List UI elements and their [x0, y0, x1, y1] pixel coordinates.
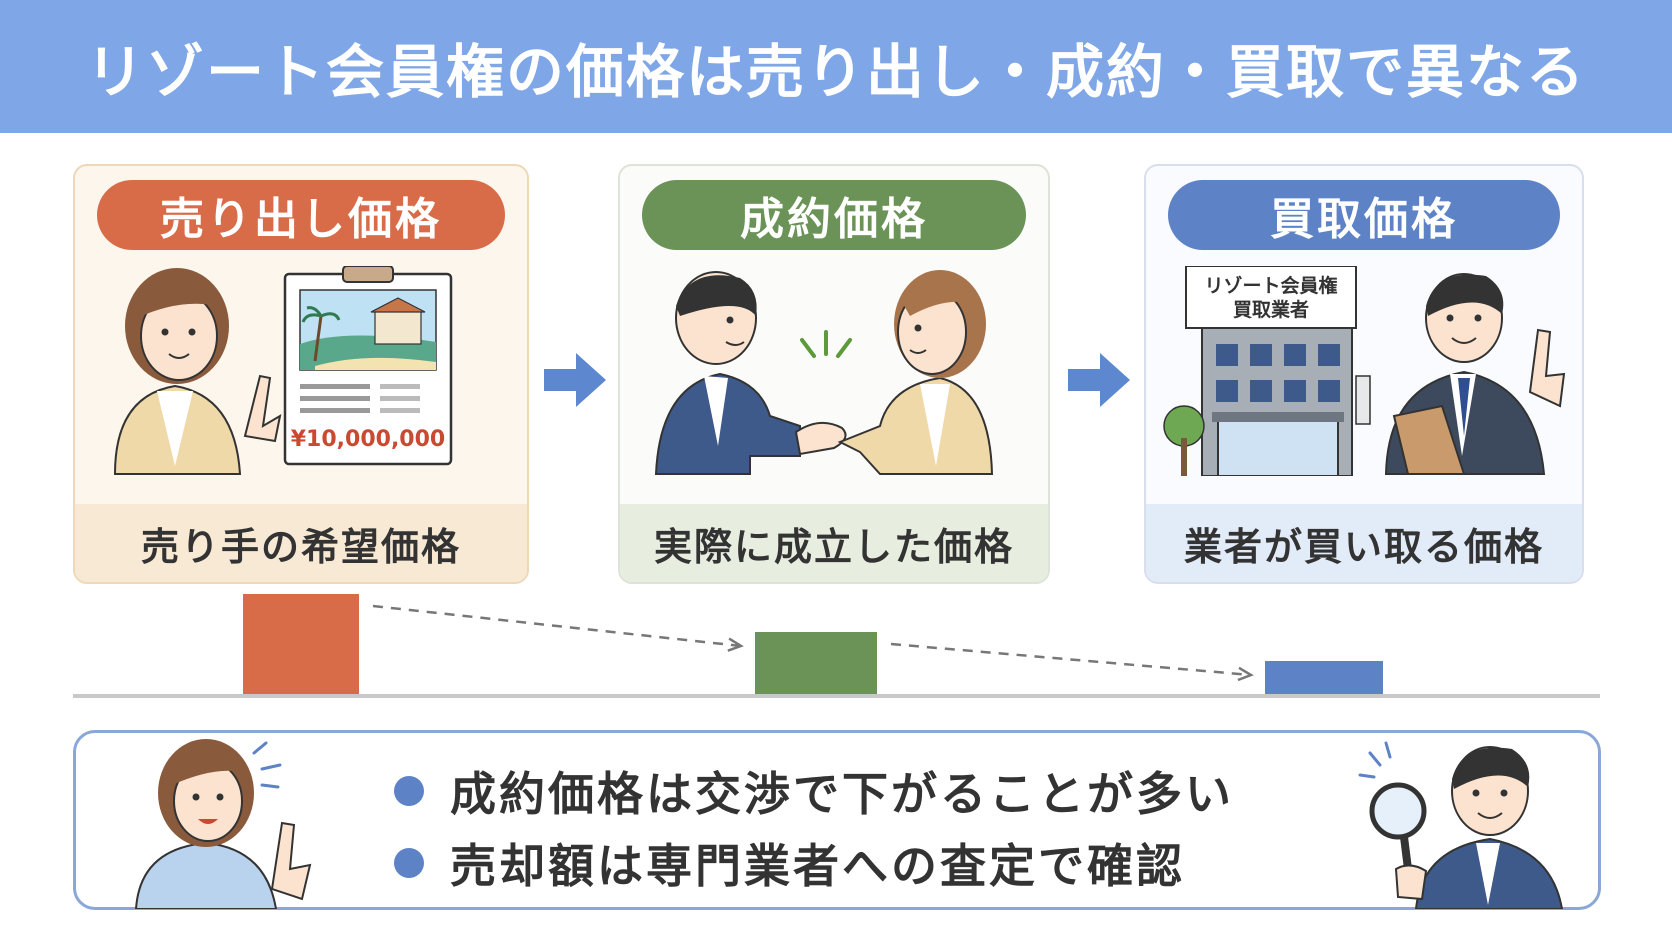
- card-label: 買取価格: [1168, 180, 1560, 250]
- building-sign-line2: 買取業者: [1233, 298, 1309, 321]
- woman-icon: [837, 270, 994, 475]
- card-label: 売り出し価格: [97, 180, 505, 250]
- buyer-illustration: リゾート会員権 買取業者: [1163, 266, 1566, 476]
- building-icon: リゾート会員権 買取業者: [1163, 266, 1371, 476]
- businessman-icon: [654, 271, 801, 475]
- card-caption: 売り手の希望価格: [75, 504, 527, 582]
- notes-panel: 成約価格は交渉で下がることが多い 売却額は専門業者への査定で確認: [73, 730, 1601, 910]
- note-text: 成約価格は交渉で下がることが多い: [450, 767, 1234, 821]
- seller-woman-icon: [113, 268, 282, 475]
- trend-dashed-arrow: [372, 604, 742, 648]
- seller-illustration: ¥10,000,000: [113, 266, 453, 475]
- bullet-icon: [394, 848, 424, 878]
- building-sign-line1: リゾート会員権: [1204, 274, 1337, 297]
- property-listing-icon: ¥10,000,000: [283, 266, 453, 466]
- list-item: 成約価格は交渉で下がることが多い: [394, 755, 1234, 827]
- right-arrow-icon: [544, 353, 606, 407]
- card-caption: 実際に成立した価格: [620, 504, 1048, 582]
- appraiser-icon: [1384, 273, 1566, 475]
- card-caption: 業者が買い取る価格: [1146, 504, 1582, 582]
- price-bar: [1265, 661, 1383, 694]
- sparkle-icon: [800, 330, 852, 358]
- price-bar: [243, 594, 359, 694]
- trend-dashed-arrow: [890, 642, 1252, 677]
- price-tag: ¥10,000,000: [291, 427, 445, 452]
- arrowhead-icon: [727, 637, 744, 652]
- note-list: 成約価格は交渉で下がることが多い 売却額は専門業者への査定で確認: [394, 755, 1234, 899]
- page-title: リゾート会員権の価格は売り出し・成約・買取で異なる: [85, 37, 1586, 106]
- man-magnifier-icon: [1358, 741, 1564, 909]
- price-bar: [755, 632, 877, 694]
- list-item: 売却額は専門業者への査定で確認: [394, 827, 1234, 899]
- card-buyback-price: 買取価格 リゾート会員権 買取業者: [1144, 164, 1584, 584]
- arrowhead-icon: [1237, 666, 1254, 682]
- title-banner: リゾート会員権の価格は売り出し・成約・買取で異なる: [0, 0, 1672, 133]
- bullet-icon: [394, 776, 424, 806]
- card-label: 成約価格: [642, 180, 1026, 250]
- price-comparison-chart: [73, 594, 1600, 698]
- card-listing-price: 売り出し価格 ¥: [73, 164, 529, 584]
- handshake-icon: [794, 421, 847, 456]
- handshake-illustration: [654, 270, 994, 475]
- card-contract-price: 成約価格 実際に成立した価格: [618, 164, 1050, 584]
- woman-pointing-icon: [134, 739, 312, 909]
- right-arrow-icon: [1068, 353, 1130, 407]
- note-text: 売却額は専門業者への査定で確認: [450, 839, 1185, 893]
